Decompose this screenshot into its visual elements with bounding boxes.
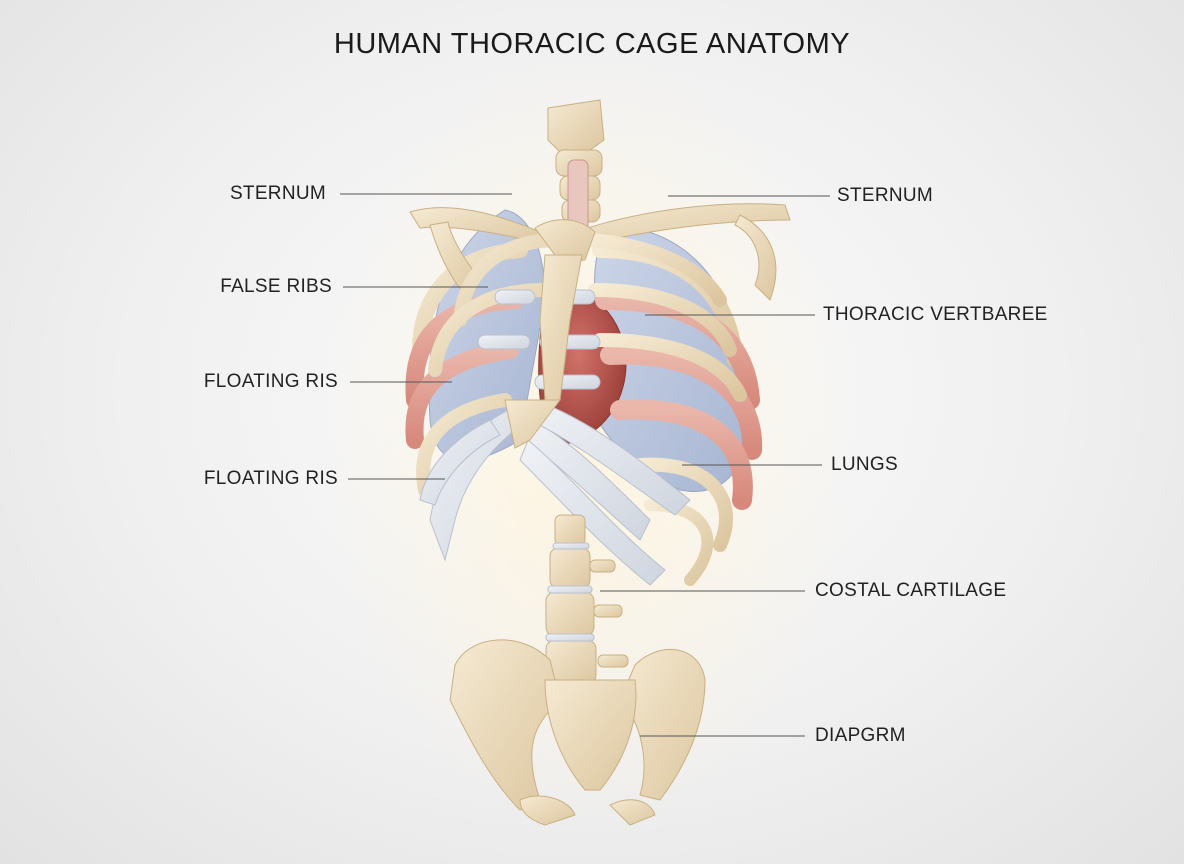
pelvis-bone — [449, 639, 706, 826]
label-floating-ris-lower: FLOATING RIS — [203, 468, 338, 489]
label-false-ribs: FALSE RIBS — [220, 276, 332, 297]
leader-lines — [340, 193, 830, 737]
sternum-bone — [504, 219, 596, 449]
label-thoracic-vertbaree: THORACIC VERTBAREE — [823, 304, 1048, 325]
label-lungs: LUNGS — [831, 454, 898, 475]
label-sternum-left: STERNUM — [229, 183, 326, 204]
label-diapgrm: DIAPGRM — [815, 725, 906, 746]
label-costal-cartilage: COSTAL CARTILAGE — [815, 580, 1007, 601]
label-floating-ris-upper: FLOATING RIS — [203, 371, 338, 392]
cervical-spine — [547, 99, 605, 241]
lumbar-spine — [545, 514, 629, 685]
costal-cartilage-shape — [419, 289, 691, 586]
label-sternum-right: STERNUM — [837, 185, 934, 206]
